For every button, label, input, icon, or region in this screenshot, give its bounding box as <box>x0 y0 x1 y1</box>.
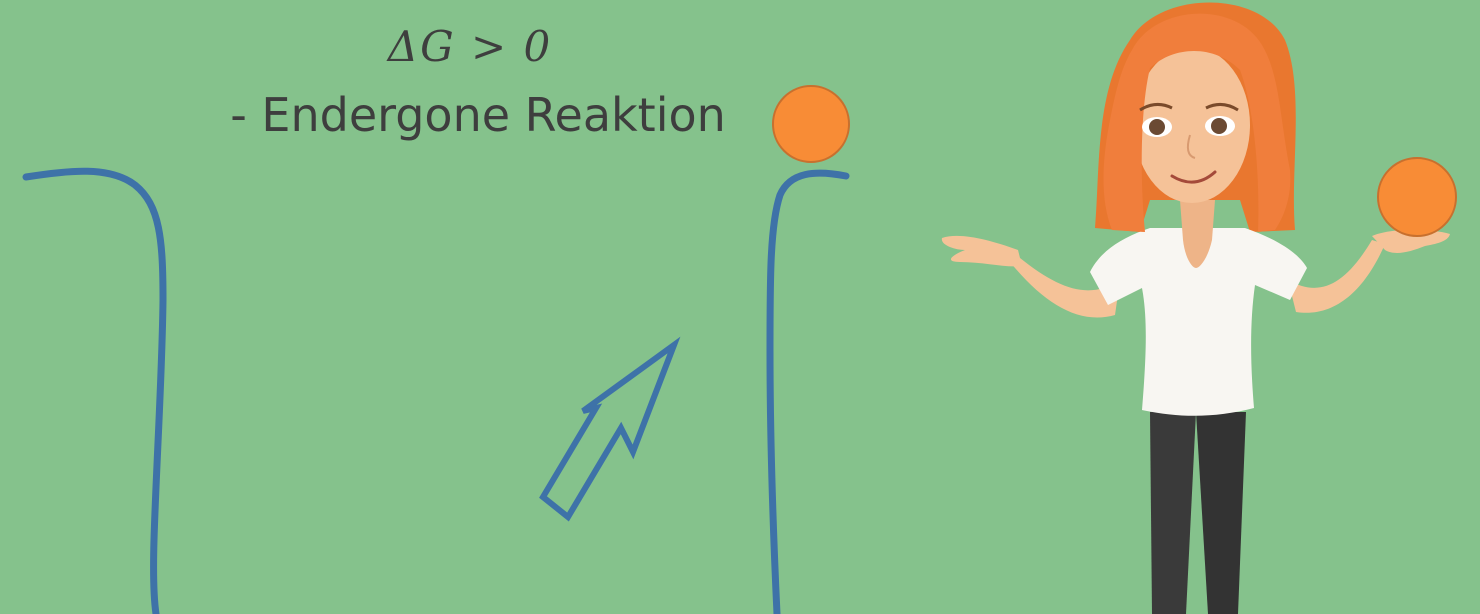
left-hand <box>941 235 1022 267</box>
right-pupil <box>1211 118 1227 134</box>
held-ball-icon <box>1377 157 1457 237</box>
left-eyebrow <box>1139 103 1173 112</box>
cartoon-woman-presenter <box>941 2 1457 614</box>
hair-front <box>1103 13 1291 232</box>
right-eyebrow <box>1205 103 1239 112</box>
delta-g-formula: ΔG > 0 <box>387 22 553 71</box>
left-pupil <box>1149 119 1165 135</box>
energy-curve-left <box>22 167 167 614</box>
up-right-arrow-icon <box>539 336 681 522</box>
right-hand <box>1372 229 1450 253</box>
shirt <box>1090 228 1307 416</box>
right-leg <box>1196 412 1246 614</box>
right-arm <box>1288 240 1385 313</box>
arrow-group <box>539 336 681 522</box>
mouth <box>1170 170 1217 184</box>
left-arm <box>1010 258 1120 318</box>
reaction-caption: - Endergone Reaktion <box>230 88 726 142</box>
energy-curve-right <box>766 169 850 614</box>
face <box>1134 47 1250 203</box>
neck <box>1180 200 1215 268</box>
left-leg <box>1150 412 1196 614</box>
nose <box>1186 134 1196 159</box>
orange-ball-icon <box>772 85 850 163</box>
